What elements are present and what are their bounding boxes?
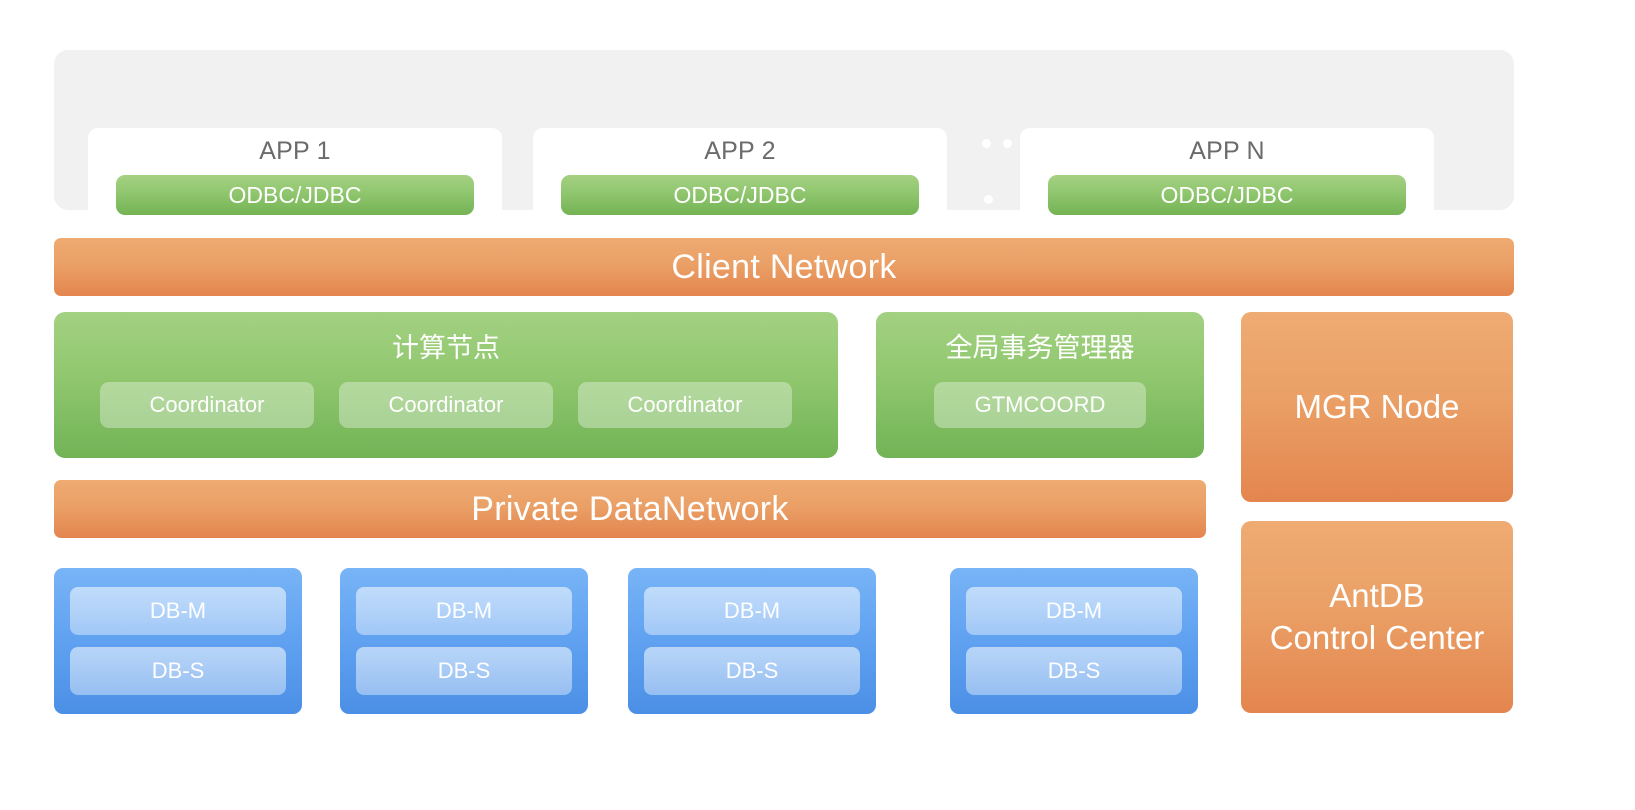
control-center-label: AntDB Control Center [1270, 575, 1485, 659]
db-group: DB-M DB-S [54, 568, 302, 714]
db-master-node[interactable]: DB-M [70, 587, 286, 635]
ellipsis-dot-icon [982, 139, 991, 148]
db-group: DB-M DB-S [340, 568, 588, 714]
private-datanetwork-bar: Private DataNetwork [54, 480, 1206, 538]
db-group: DB-M DB-S [950, 568, 1198, 714]
db-master-node[interactable]: DB-M [966, 587, 1182, 635]
app-card-title: APP N [1189, 137, 1265, 165]
global-transaction-manager-panel: 全局事务管理器 GTMCOORD [876, 312, 1204, 458]
odbc-jdbc-connector[interactable]: ODBC/JDBC [1048, 175, 1406, 215]
control-center-label-line1: AntDB [1329, 577, 1425, 614]
mgr-node-label: MGR Node [1294, 388, 1460, 425]
odbc-jdbc-connector[interactable]: ODBC/JDBC [561, 175, 919, 215]
coordinator-node[interactable]: Coordinator [578, 382, 792, 428]
gtmcoord-node[interactable]: GTMCOORD [934, 382, 1146, 428]
db-group: DB-M DB-S [628, 568, 876, 714]
control-center-label-line2: Control Center [1269, 619, 1485, 656]
app-card-2[interactable]: APP 2 ODBC/JDBC [533, 128, 947, 232]
ellipsis-dot-icon [984, 195, 993, 204]
db-slave-node[interactable]: DB-S [356, 647, 572, 695]
mgr-node-block[interactable]: MGR Node [1241, 312, 1513, 502]
client-network-bar: Client Network [54, 238, 1514, 296]
gtm-title: 全局事务管理器 [945, 333, 1135, 363]
application-layer-strip: APP 1 ODBC/JDBC APP 2 ODBC/JDBC APP N OD… [54, 50, 1514, 232]
gtmcoord-row: GTMCOORD [876, 382, 1204, 428]
db-master-node[interactable]: DB-M [356, 587, 572, 635]
app-card-title: APP 1 [259, 137, 331, 165]
db-slave-node[interactable]: DB-S [644, 647, 860, 695]
antdb-control-center-block[interactable]: AntDB Control Center [1241, 521, 1513, 713]
app-card-n[interactable]: APP N ODBC/JDBC [1020, 128, 1434, 232]
db-slave-node[interactable]: DB-S [70, 647, 286, 695]
odbc-jdbc-connector[interactable]: ODBC/JDBC [116, 175, 474, 215]
app-card-title: APP 2 [704, 137, 776, 165]
db-slave-node[interactable]: DB-S [966, 647, 1182, 695]
app-card-1[interactable]: APP 1 ODBC/JDBC [88, 128, 502, 232]
compute-node-title: 计算节点 [392, 333, 500, 363]
ellipsis-dot-icon [1003, 139, 1012, 148]
coordinator-node[interactable]: Coordinator [339, 382, 553, 428]
compute-node-panel: 计算节点 Coordinator Coordinator Coordinator [54, 312, 838, 458]
db-master-node[interactable]: DB-M [644, 587, 860, 635]
coordinator-node[interactable]: Coordinator [100, 382, 314, 428]
coordinator-row: Coordinator Coordinator Coordinator [54, 382, 838, 428]
